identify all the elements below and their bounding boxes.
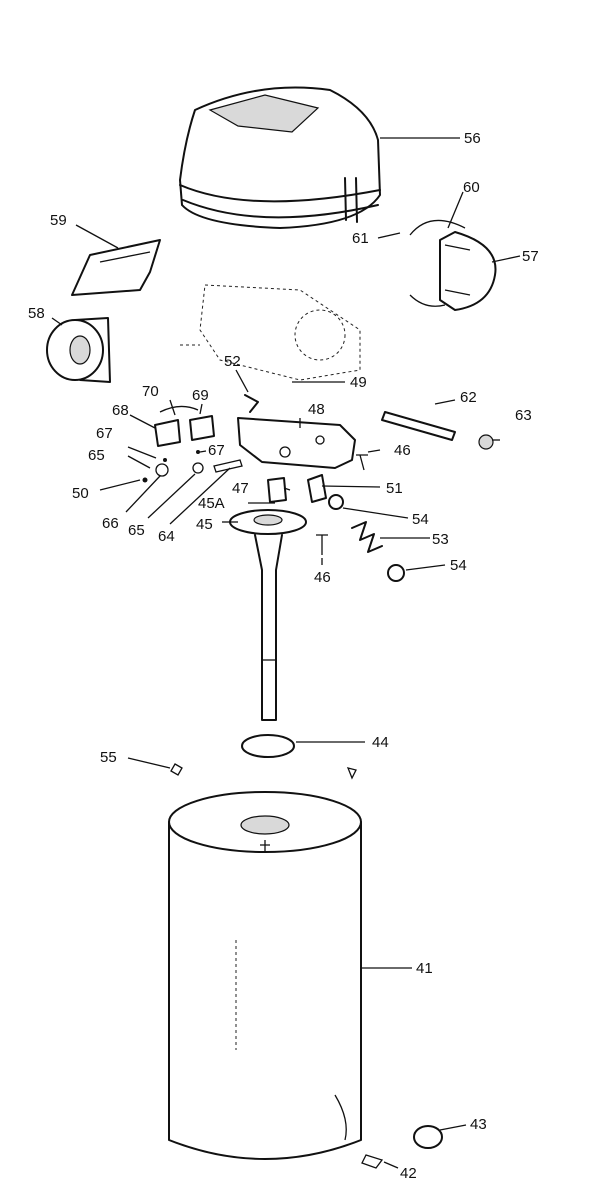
part-label-46-lower: 46 xyxy=(314,569,331,586)
part-label-65-lower: 65 xyxy=(128,522,145,539)
part-label-64: 64 xyxy=(158,528,175,545)
part-label-60: 60 xyxy=(463,179,480,196)
part-label-46-upper: 46 xyxy=(394,442,411,459)
part-label-58: 58 xyxy=(28,305,45,322)
part-label-67-right: 67 xyxy=(208,442,225,459)
part-label-68: 68 xyxy=(112,402,129,419)
part-label-50: 50 xyxy=(72,485,89,502)
screw-part-lower xyxy=(316,534,328,555)
part-label-47: 47 xyxy=(232,480,249,497)
part-label-44: 44 xyxy=(372,734,389,751)
nut-part xyxy=(478,434,494,450)
bracket-part xyxy=(244,394,259,413)
cam-parts xyxy=(154,405,215,447)
rod-part xyxy=(381,411,456,441)
part-label-52: 52 xyxy=(224,353,241,370)
part-label-48: 48 xyxy=(308,401,325,418)
cap-part xyxy=(413,1125,443,1149)
part-label-62: 62 xyxy=(460,389,477,406)
plug-part xyxy=(267,477,287,503)
part-label-70: 70 xyxy=(142,383,159,400)
tank-part xyxy=(168,791,362,1160)
o-ring-part xyxy=(241,734,295,758)
part-label-51: 51 xyxy=(386,480,403,497)
small-hardware xyxy=(142,450,243,483)
pin-part xyxy=(307,474,327,503)
distributor-part xyxy=(229,509,307,721)
motor-part xyxy=(46,317,111,383)
part-label-66: 66 xyxy=(102,515,119,532)
leader-lines xyxy=(51,137,521,1169)
cover-part xyxy=(179,86,381,229)
clip-part-upper xyxy=(328,494,344,510)
part-label-69: 69 xyxy=(192,387,209,404)
insert-part xyxy=(170,763,183,776)
spring-part xyxy=(351,521,383,553)
part-label-56: 56 xyxy=(464,130,481,147)
part-label-54-upper: 54 xyxy=(412,511,429,528)
part-label-53: 53 xyxy=(432,531,449,548)
timer-assembly-ghost xyxy=(180,284,361,381)
part-label-45: 45 xyxy=(196,516,213,533)
screw-part-upper xyxy=(356,454,368,471)
fitting-part xyxy=(361,1154,384,1169)
top-insert-part xyxy=(346,767,357,780)
part-label-55: 55 xyxy=(100,749,117,766)
part-label-57: 57 xyxy=(522,248,539,265)
valve-body-part xyxy=(237,417,356,469)
part-label-42: 42 xyxy=(400,1165,417,1182)
part-label-67-left: 67 xyxy=(96,425,113,442)
part-label-41: 41 xyxy=(416,960,433,977)
clip-part-lower xyxy=(387,564,405,582)
part-label-65-left: 65 xyxy=(88,447,105,464)
part-label-59: 59 xyxy=(50,212,67,229)
part-label-54-lower: 54 xyxy=(450,557,467,574)
part-label-61: 61 xyxy=(352,230,369,247)
part-label-43: 43 xyxy=(470,1116,487,1133)
part-label-63: 63 xyxy=(515,407,532,424)
part-label-45A: 45A xyxy=(198,495,225,512)
side-cover-part xyxy=(409,219,497,311)
part-number-labels: 56 60 61 57 59 58 52 49 70 69 68 48 62 6… xyxy=(28,130,539,1182)
salt-lid-part xyxy=(71,239,161,296)
part-label-49: 49 xyxy=(350,374,367,391)
